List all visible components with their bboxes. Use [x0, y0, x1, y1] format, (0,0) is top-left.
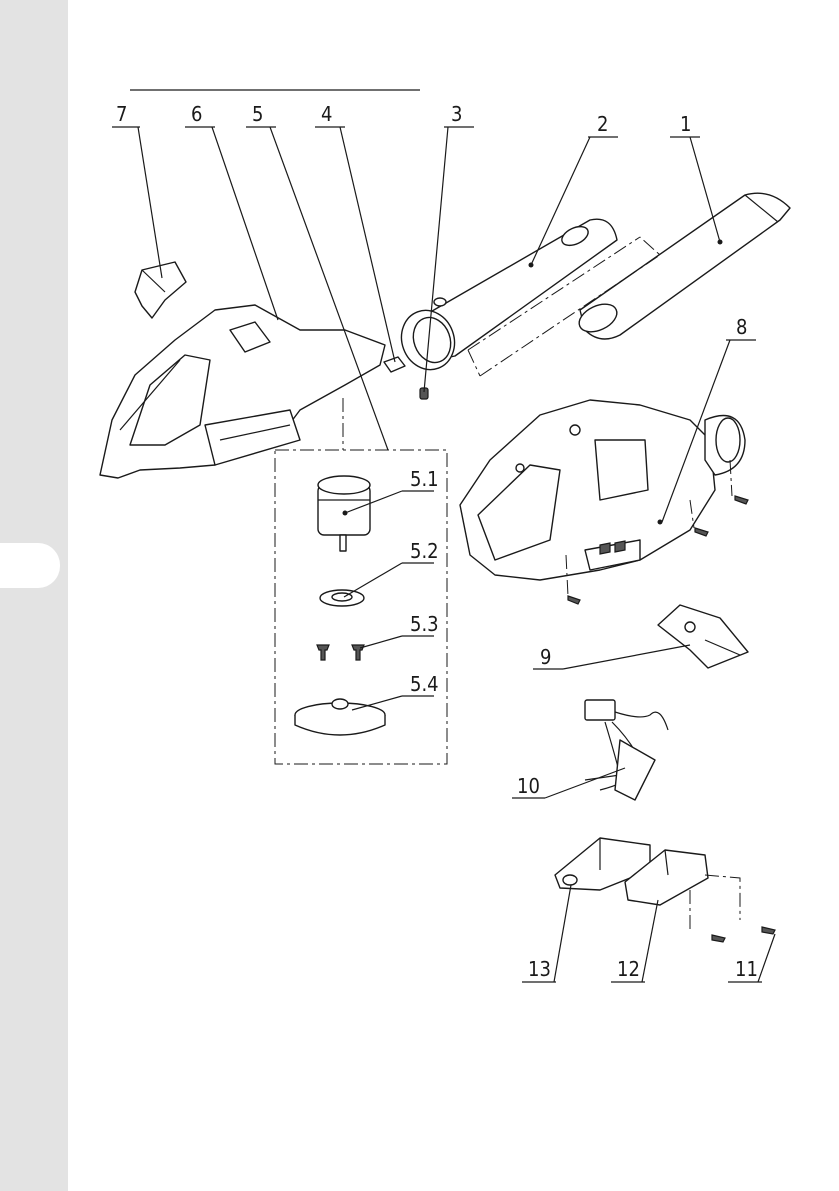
- svg-text:13: 13: [528, 957, 551, 981]
- svg-text:7: 7: [116, 102, 127, 126]
- svg-text:10: 10: [517, 774, 540, 798]
- label-5-2: 5.2: [344, 539, 439, 597]
- part-1-tube-outer: [575, 193, 790, 339]
- label-7: 7: [112, 102, 162, 278]
- svg-text:5.1: 5.1: [410, 467, 439, 491]
- svg-text:5.2: 5.2: [410, 539, 439, 563]
- label-6: 6: [185, 102, 278, 320]
- part-5-1-motor: [318, 476, 370, 551]
- svg-text:5.3: 5.3: [410, 612, 439, 636]
- svg-text:1: 1: [680, 112, 691, 136]
- svg-text:3: 3: [451, 102, 462, 126]
- label-10: 10: [512, 768, 625, 798]
- part-9-cover: [658, 605, 748, 668]
- svg-text:2: 2: [597, 112, 608, 136]
- svg-text:12: 12: [617, 957, 640, 981]
- label-4: 4: [315, 102, 395, 362]
- label-11: 11: [728, 934, 775, 982]
- svg-text:5: 5: [252, 102, 263, 126]
- part-8-housing-assembled: [460, 400, 748, 604]
- label-5-3: 5.3: [360, 612, 439, 648]
- part-10-switch-wiring: [585, 700, 668, 800]
- svg-text:6: 6: [191, 102, 202, 126]
- part-6-housing-left: [100, 305, 385, 478]
- svg-text:11: 11: [735, 957, 758, 981]
- svg-text:8: 8: [736, 315, 747, 339]
- label-12: 12: [611, 900, 658, 982]
- svg-text:4: 4: [321, 102, 332, 126]
- label-13: 13: [522, 885, 571, 982]
- label-9: 9: [533, 645, 690, 669]
- part-5-2-flange: [320, 590, 364, 606]
- svg-text:5.4: 5.4: [410, 672, 439, 696]
- part-5-3-screws: [317, 645, 364, 660]
- part-11-screws: [690, 875, 775, 942]
- svg-text:9: 9: [540, 645, 551, 669]
